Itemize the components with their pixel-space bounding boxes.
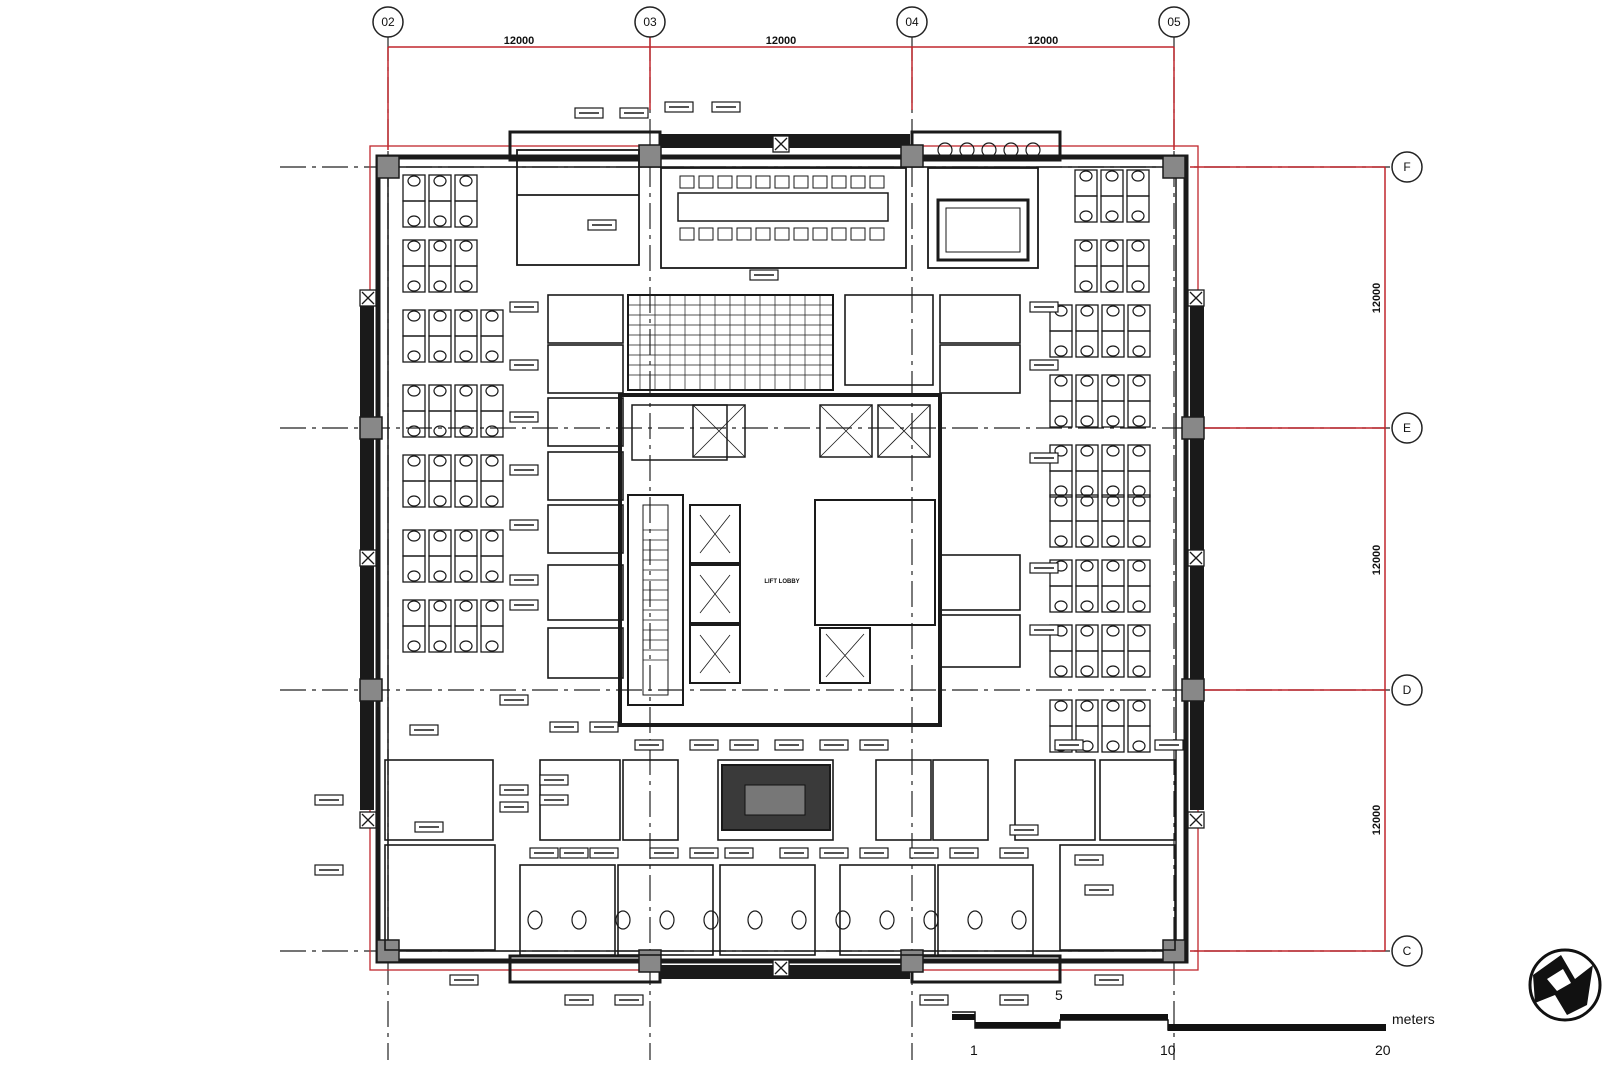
grid-bubble-C: C — [1391, 935, 1423, 967]
svg-text:04: 04 — [905, 15, 919, 29]
grid-bubble-05: 05 — [1158, 6, 1190, 38]
workstation-cluster — [1049, 444, 1151, 498]
scale-bar: 5 1 10 20 meters — [952, 987, 1435, 1058]
dim-top-3: 12000 — [1028, 35, 1059, 47]
workstation-cluster — [1049, 374, 1151, 428]
workstation-cluster — [1074, 169, 1150, 223]
scale-unit: meters — [1392, 1011, 1435, 1027]
svg-text:C: C — [1403, 944, 1412, 958]
workstation-cluster — [402, 529, 504, 583]
svg-text:F: F — [1403, 160, 1410, 174]
stair-treads — [643, 529, 668, 661]
svg-text:03: 03 — [643, 15, 657, 29]
grid-bubble-04: 04 — [896, 6, 928, 38]
reception-inner — [744, 784, 806, 816]
grid-lines — [280, 35, 1390, 1060]
room-tags — [314, 101, 1184, 1006]
dim-right-3: 12000 — [1371, 805, 1383, 836]
dim-right-1: 12000 — [1371, 283, 1383, 314]
side-offices — [547, 294, 1021, 679]
workstation-cluster — [402, 384, 504, 438]
meeting-chairs — [527, 142, 1041, 930]
workstation-cluster — [1049, 624, 1151, 678]
svg-text:02: 02 — [381, 15, 395, 29]
workstation-cluster — [1049, 559, 1151, 613]
structural-columns — [359, 144, 1205, 973]
workstation-cluster — [1049, 304, 1151, 358]
grid-bubble-03: 03 — [634, 6, 666, 38]
scale-tick-10: 10 — [1160, 1042, 1176, 1058]
dim-right-2: 12000 — [1371, 545, 1383, 576]
workstation-cluster — [402, 599, 504, 653]
workstation-cluster — [1049, 494, 1151, 548]
workstation-clusters — [402, 142, 1151, 930]
tiled-area — [627, 294, 834, 391]
dimension-lines — [369, 35, 1386, 971]
north-arrow-icon — [1528, 948, 1602, 1022]
dim-top-1: 12000 — [504, 35, 535, 47]
scale-tick-20: 20 — [1375, 1042, 1391, 1058]
top-rooms — [516, 149, 1039, 269]
scale-small-label: 5 — [1055, 987, 1063, 1003]
grid-bubble-D: D — [1391, 674, 1423, 706]
grid-bubble-02: 02 — [372, 6, 404, 38]
grid-bubble-F: F — [1391, 151, 1423, 183]
workstation-cluster — [402, 454, 504, 508]
dim-top-2: 12000 — [766, 35, 797, 47]
workstation-cluster — [402, 309, 504, 363]
workstation-cluster — [402, 174, 478, 228]
svg-text:D: D — [1403, 683, 1412, 697]
scale-tick-1: 1 — [970, 1042, 978, 1058]
svg-text:05: 05 — [1167, 15, 1181, 29]
workstation-cluster — [1074, 239, 1150, 293]
grid-bubbles: 02 03 04 05 F E D C — [372, 6, 1423, 967]
bottom-offices — [384, 759, 1176, 956]
facade-markers — [359, 135, 1205, 977]
dimension-texts: 12000 12000 12000 12000 12000 12000 — [504, 35, 1383, 835]
grid-bubble-E: E — [1391, 412, 1423, 444]
svg-text:E: E — [1403, 421, 1411, 435]
workstation-cluster — [402, 239, 478, 293]
lift-lobby-label: LIFT LOBBY — [764, 579, 799, 585]
